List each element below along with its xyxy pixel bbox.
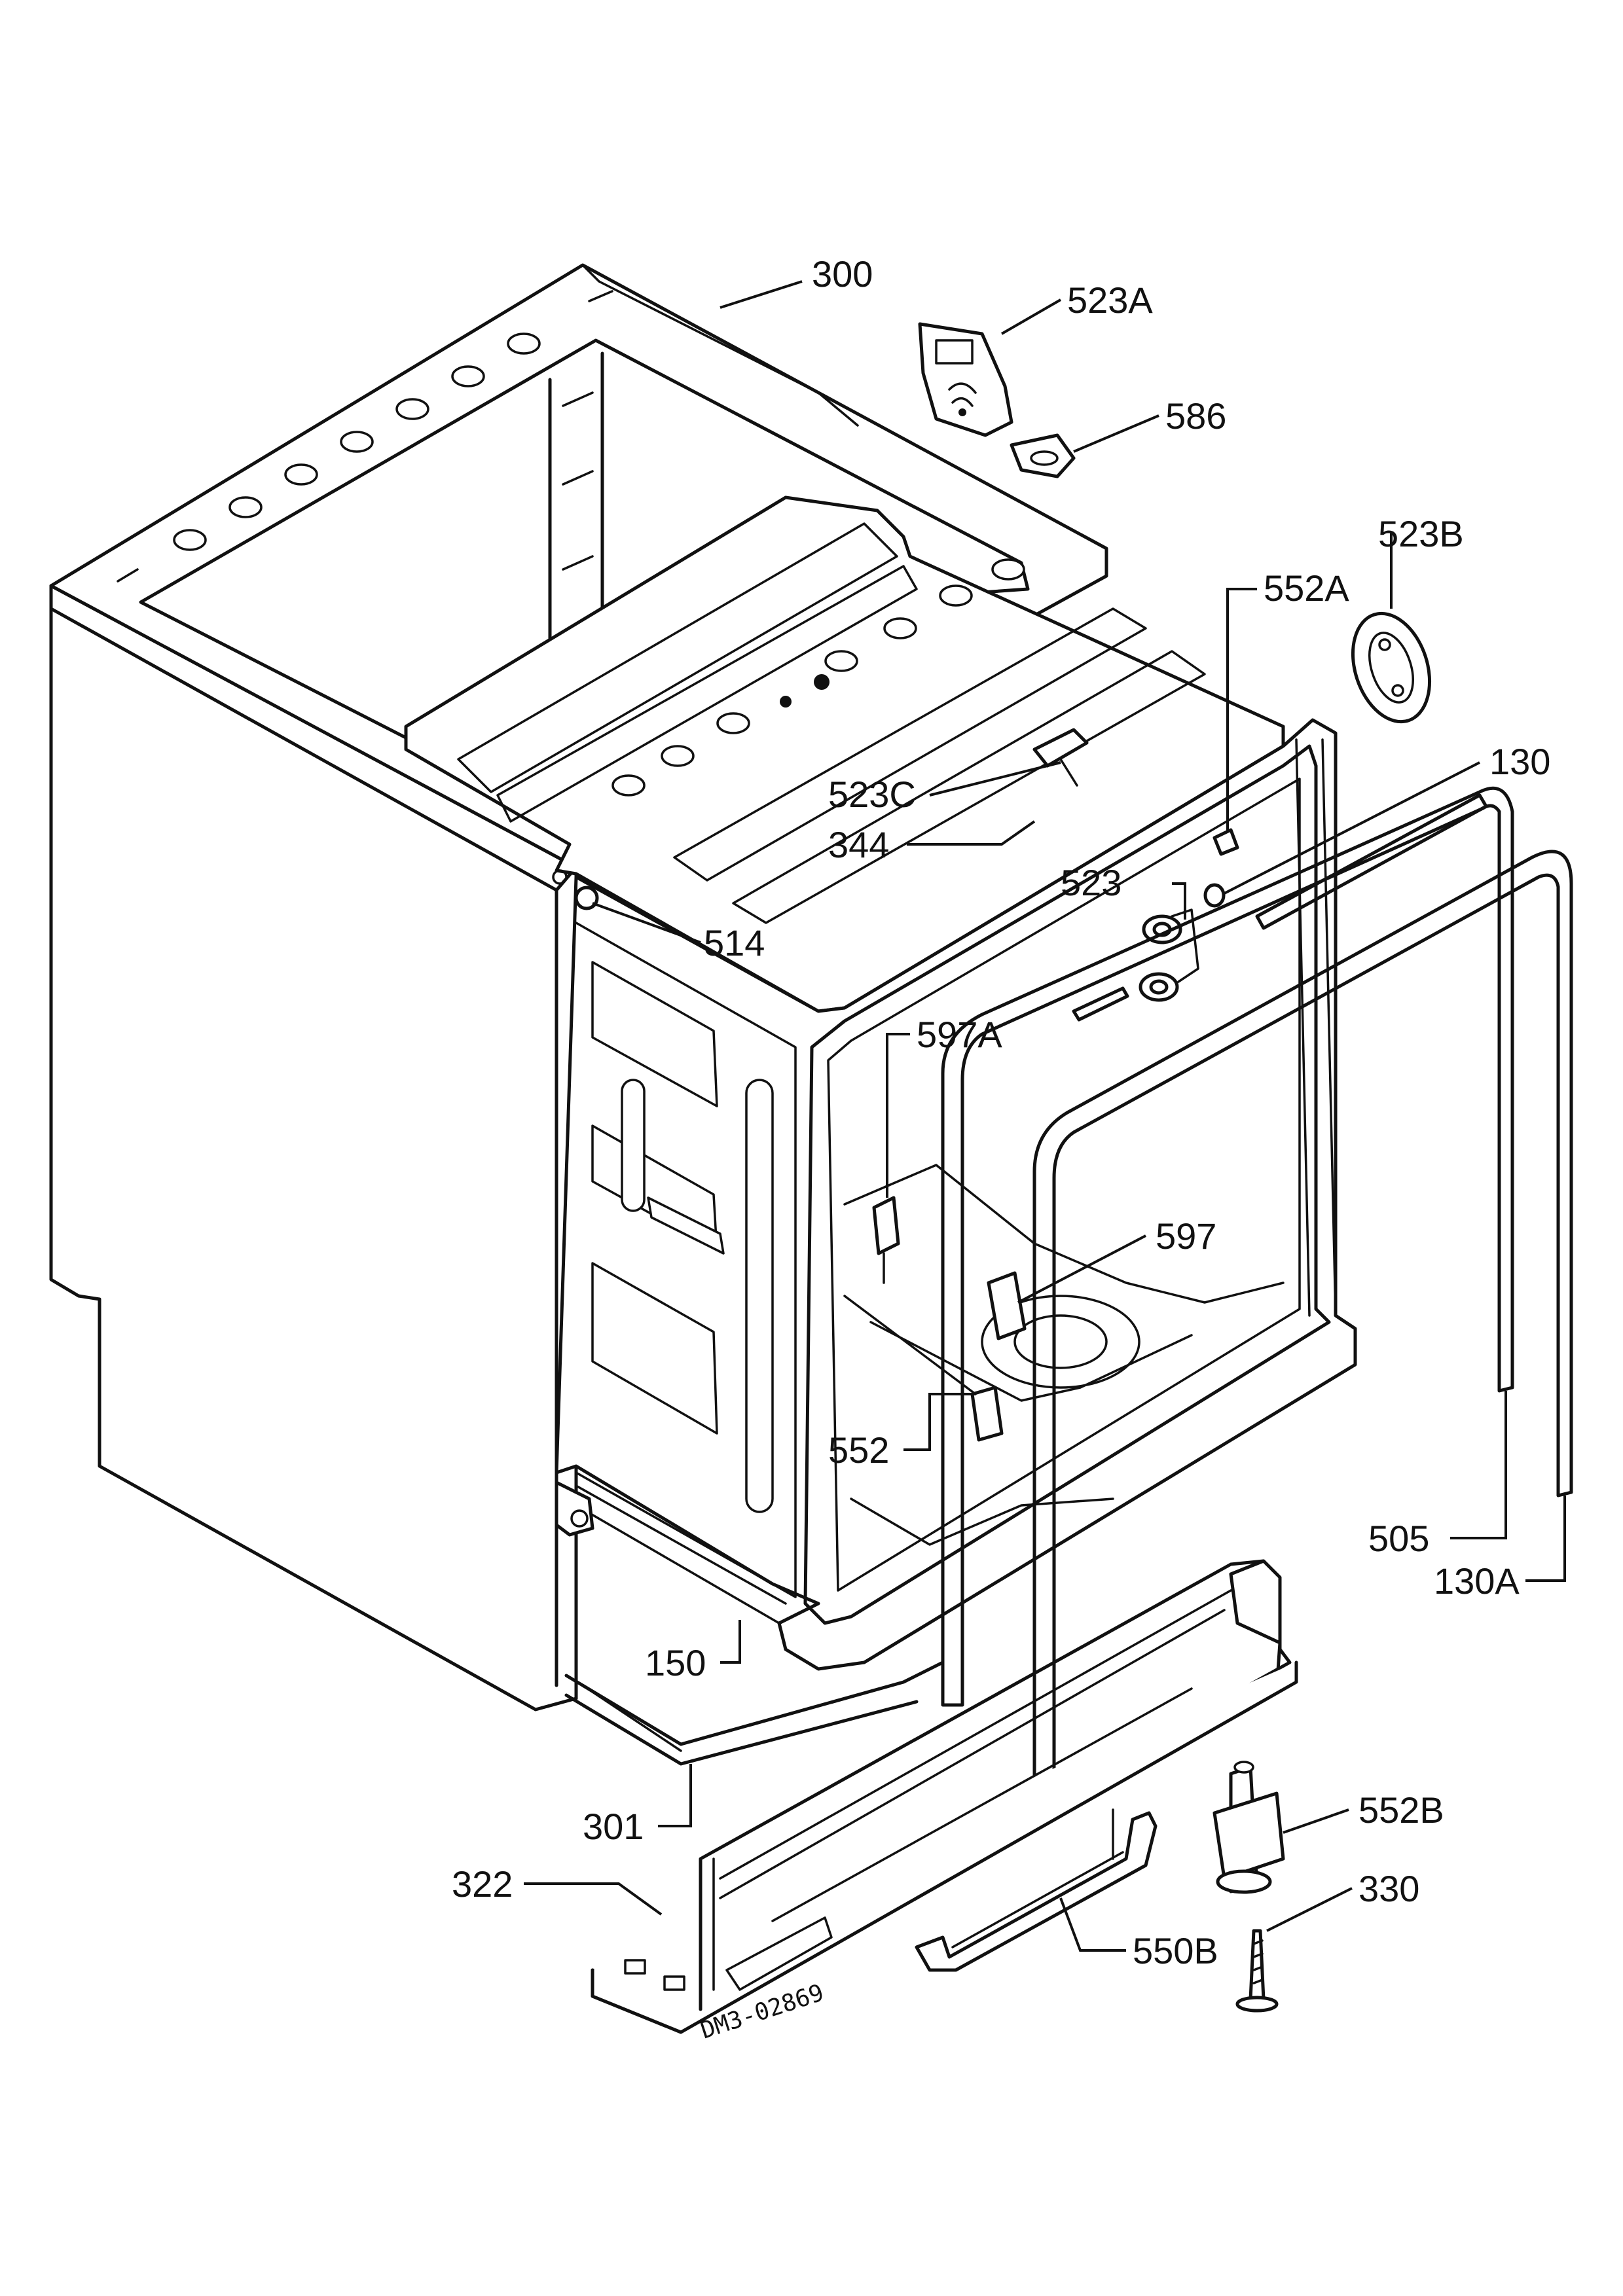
label-130A: 130A	[1434, 1560, 1520, 1602]
label-344: 344	[828, 824, 889, 865]
label-300: 300	[812, 253, 873, 295]
label-505: 505	[1368, 1518, 1429, 1559]
label-552: 552	[828, 1429, 889, 1471]
label-523: 523	[1061, 862, 1122, 903]
leader-lines	[524, 280, 1566, 1952]
label-301: 301	[583, 1806, 644, 1847]
label-523B: 523B	[1378, 513, 1464, 554]
label-552A: 552A	[1264, 567, 1349, 609]
label-550B: 550B	[1133, 1930, 1218, 1971]
label-597: 597	[1156, 1215, 1216, 1257]
label-130: 130	[1489, 741, 1550, 782]
label-150: 150	[645, 1642, 706, 1683]
label-523A: 523A	[1067, 279, 1153, 321]
label-586: 586	[1165, 395, 1226, 437]
loose-parts	[918, 322, 1432, 724]
part-labels: 300 523A 586 523B 552A 130 523C 344 523 …	[452, 253, 1550, 1971]
label-514: 514	[704, 922, 765, 963]
base-plinth	[591, 1559, 1298, 2034]
label-523C: 523C	[828, 774, 916, 815]
label-330: 330	[1359, 1868, 1419, 1909]
label-322: 322	[452, 1863, 513, 1905]
door-seals	[941, 738, 1573, 1802]
label-597A: 597A	[917, 1014, 1002, 1055]
label-552B: 552B	[1359, 1789, 1444, 1831]
